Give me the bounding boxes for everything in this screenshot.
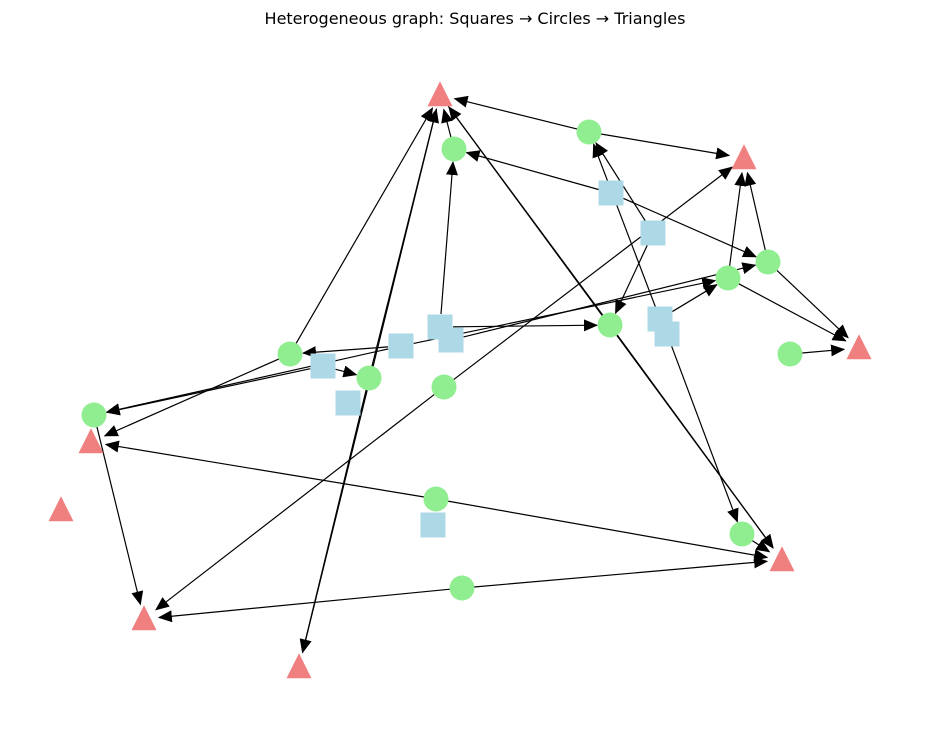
edge-c1-t2: [600, 133, 731, 160]
triangle-node-t3: [846, 334, 872, 360]
edge-c4-t3: [776, 269, 849, 339]
edge-c3-t1: [295, 107, 434, 344]
circle-node-c12: [423, 486, 449, 512]
circle-node-c5: [715, 265, 741, 291]
edge-s8-c8: [614, 244, 649, 315]
circle-node-c6: [356, 365, 382, 391]
square-node-s10: [654, 321, 680, 347]
triangle-node-t2: [731, 144, 757, 170]
circle-node-c1: [576, 119, 602, 145]
edge-s2-c5: [413, 277, 717, 344]
circle-node-c9: [81, 402, 107, 428]
triangle-node-t4: [78, 428, 104, 454]
edge-c13-t6: [473, 556, 769, 588]
edge-s5-c4: [463, 262, 757, 338]
edge-c12-t4: [104, 440, 425, 498]
square-node-s7: [598, 180, 624, 206]
circle-node-c13: [449, 575, 475, 601]
square-node-s1: [310, 353, 336, 379]
circle-node-c11: [729, 521, 755, 547]
nodes-layer: [48, 81, 872, 679]
circle-node-c2: [441, 136, 467, 162]
triangle-node-t1: [427, 81, 453, 107]
edge-s7-c4: [622, 197, 758, 258]
edge-c7-t2: [453, 166, 733, 381]
edge-c13-t7: [157, 588, 451, 623]
edge-s7-c2: [465, 150, 599, 191]
edge-s10-c11: [671, 345, 739, 523]
circle-node-c7: [431, 374, 457, 400]
edge-s4-c2: [440, 161, 458, 315]
square-node-s6: [420, 512, 446, 538]
edge-c3-t4: [103, 358, 280, 437]
edge-c10-t3: [801, 344, 846, 357]
edge-c1-t1: [453, 95, 578, 130]
edge-s1-c6: [335, 365, 358, 378]
edge-c12-t6: [447, 500, 769, 562]
edge-s2-c9: [105, 348, 389, 416]
edge-s4-c8: [452, 319, 598, 332]
triangle-node-t6: [769, 546, 795, 572]
edge-c5-t3: [738, 283, 847, 342]
circle-node-c8: [597, 312, 623, 338]
circle-node-c4: [755, 249, 781, 275]
triangle-node-t8: [286, 653, 312, 679]
edge-s2-c3: [302, 346, 389, 359]
graph-title: Heterogeneous graph: Squares → Circles →…: [265, 9, 686, 28]
circle-node-c3: [277, 341, 303, 367]
edge-s9-c1: [592, 143, 656, 308]
edge-s9-c5: [670, 284, 718, 313]
triangle-node-t7: [131, 605, 157, 631]
edge-c5-t2: [729, 171, 747, 267]
edge-c2-t1: [441, 108, 453, 138]
edge-c7-t7: [155, 393, 435, 611]
edge-c4-t2: [744, 171, 766, 251]
circle-node-c10: [777, 341, 803, 367]
square-node-s3: [335, 390, 361, 416]
square-node-s2: [388, 333, 414, 359]
square-node-s8: [640, 220, 666, 246]
triangle-node-t5: [48, 496, 74, 522]
edge-c9-t7: [96, 426, 144, 606]
square-node-s5: [438, 327, 464, 353]
